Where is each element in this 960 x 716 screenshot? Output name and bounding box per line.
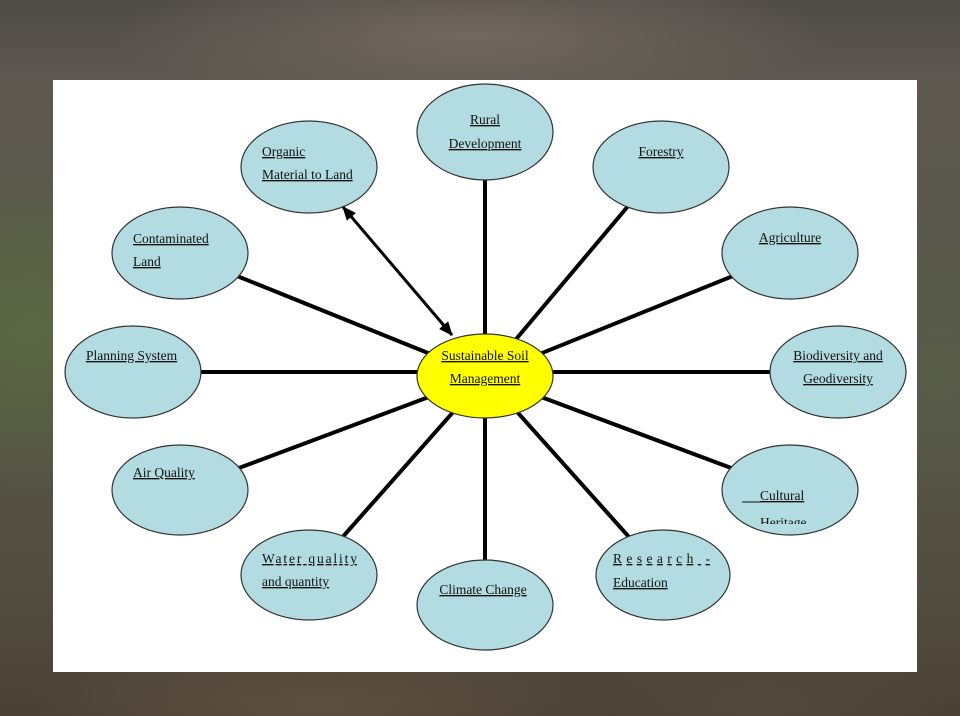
node-cultural-heritage-label-line2: Heritage: [760, 515, 806, 530]
node-biodiversity-geodiversity-ellipse: [769, 325, 907, 419]
double-arrow-organic-material: [341, 206, 454, 336]
node-biodiversity-geodiversity: Biodiversity and Geodiversity: [769, 325, 907, 419]
node-research-education-label-line2: Education: [613, 575, 668, 590]
node-research-education-ellipse: [595, 529, 731, 621]
node-cultural-heritage-label-line1: Cultural: [760, 488, 804, 503]
node-planning-system-ellipse: [64, 325, 202, 419]
center-node-label-line2: Management: [450, 371, 521, 386]
node-climate-change: Climate Change: [416, 559, 554, 651]
center-node-label-line1: Sustainable Soil: [441, 348, 529, 363]
node-planning-system-label: Planning System: [86, 348, 178, 363]
node-rural-development: Rural Development: [416, 83, 554, 181]
node-air-quality-label: Air Quality: [133, 465, 195, 480]
node-water-quality-label-line1: Water quality: [262, 551, 357, 566]
node-climate-change-label: Climate Change: [439, 582, 526, 597]
node-research-education-label-line1: Research -: [613, 551, 711, 566]
center-node: Sustainable Soil Management: [416, 333, 554, 419]
node-organic-material: Organic Material to Land: [240, 120, 378, 214]
node-research-education: Research - Education: [595, 529, 731, 621]
node-water-quality-label-line2: and quantity: [262, 574, 329, 589]
node-forestry: Forestry: [592, 120, 730, 214]
node-planning-system: Planning System: [64, 325, 202, 419]
node-agriculture: Agriculture: [721, 206, 859, 300]
node-biodiversity-geodiversity-label-line2: Geodiversity: [803, 371, 873, 386]
node-biodiversity-geodiversity-label-line1: Biodiversity and: [793, 348, 883, 363]
node-water-quality-ellipse: [240, 529, 378, 621]
node-contaminated-land: Contaminated Land: [111, 206, 249, 300]
node-contaminated-land-label-line2: Land: [133, 254, 161, 269]
node-contaminated-land-ellipse: [111, 206, 249, 300]
node-forestry-ellipse: [592, 120, 730, 214]
node-agriculture-label: Agriculture: [759, 230, 821, 245]
node-water-quality: Water quality and quantity: [240, 529, 378, 621]
center-node-ellipse: [416, 333, 554, 419]
node-organic-material-label-line1: Organic: [262, 144, 305, 159]
node-air-quality: Air Quality: [111, 444, 249, 536]
node-cultural-heritage: Cultural Heritage: [721, 444, 859, 536]
node-climate-change-ellipse: [416, 559, 554, 651]
node-contaminated-land-label-line1: Contaminated: [133, 231, 209, 246]
node-rural-development-ellipse: [416, 83, 554, 181]
node-rural-development-label-line1: Rural: [470, 112, 500, 127]
node-agriculture-ellipse: [721, 206, 859, 300]
node-air-quality-ellipse: [111, 444, 249, 536]
node-cultural-heritage-text-clip: Cultural Heritage: [760, 488, 806, 530]
node-forestry-label: Forestry: [639, 144, 684, 159]
node-cultural-heritage-ellipse: [721, 444, 859, 536]
node-rural-development-label-line2: Development: [449, 136, 522, 151]
node-organic-material-label-line2: Material to Land: [262, 167, 353, 182]
node-organic-material-ellipse: [240, 120, 378, 214]
